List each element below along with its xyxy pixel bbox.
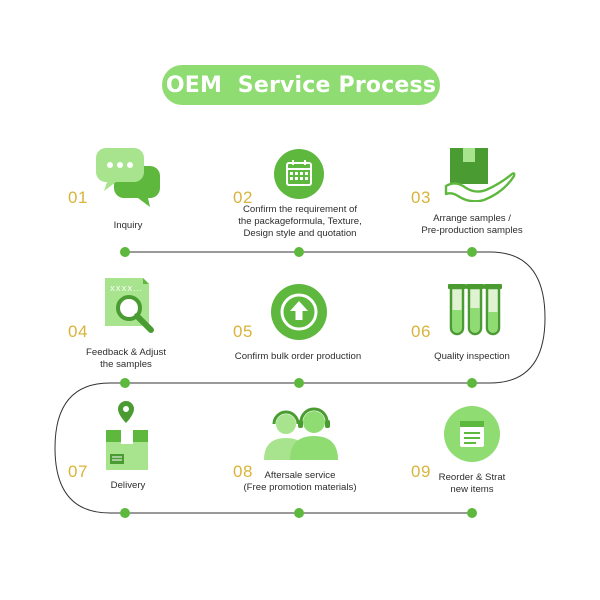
- reorder-list-icon: [444, 406, 500, 462]
- chat-bubbles-icon: [96, 148, 160, 207]
- step-dot-4: [120, 378, 130, 388]
- step-dot-5: [294, 378, 304, 388]
- step-number: 02: [233, 188, 253, 207]
- page-title: OEM Service Process: [165, 72, 437, 98]
- step-label: Arrange samples / Pre-production samples: [421, 213, 523, 236]
- package-location-icon: [106, 401, 148, 470]
- step-number: 07: [68, 462, 88, 481]
- step-number: 05: [233, 322, 253, 341]
- upload-arrow-icon: [271, 284, 327, 340]
- support-headset-icon: [264, 407, 338, 460]
- test-tubes-icon: [448, 284, 502, 336]
- document-magnifier-icon: XXXX...: [105, 278, 154, 333]
- step-label: Confirm bulk order production: [234, 351, 362, 362]
- svg-text:XXXX...: XXXX...: [110, 285, 143, 293]
- title-banner: OEM Service Process: [162, 65, 440, 105]
- step-dot-7: [120, 508, 130, 518]
- step-dot-6: [467, 378, 477, 388]
- step-dot-2: [294, 247, 304, 257]
- step-label: Delivery: [110, 480, 146, 491]
- step-dot-1: [120, 247, 130, 257]
- step-number: 09: [411, 462, 431, 481]
- step-label: Aftersale service (Free promotion materi…: [243, 470, 357, 493]
- step-number: 04: [68, 322, 88, 341]
- step-number: 08: [233, 462, 253, 481]
- step-label: Feedback & Adjust the samples: [86, 347, 166, 370]
- step-dot-3: [467, 247, 477, 257]
- calendar-icon: [274, 149, 324, 199]
- step-number: 01: [68, 188, 88, 207]
- hand-box-icon: [444, 148, 516, 202]
- step-dot-9: [467, 508, 477, 518]
- step-label: Inquiry: [113, 220, 143, 231]
- step-dot-8: [294, 508, 304, 518]
- step-label: Confirm the requirement of the packagefo…: [238, 204, 362, 239]
- step-label: Quality inspection: [434, 351, 510, 362]
- step-number: 06: [411, 322, 431, 341]
- step-number: 03: [411, 188, 431, 207]
- step-label: Reorder & Strat new items: [438, 472, 506, 495]
